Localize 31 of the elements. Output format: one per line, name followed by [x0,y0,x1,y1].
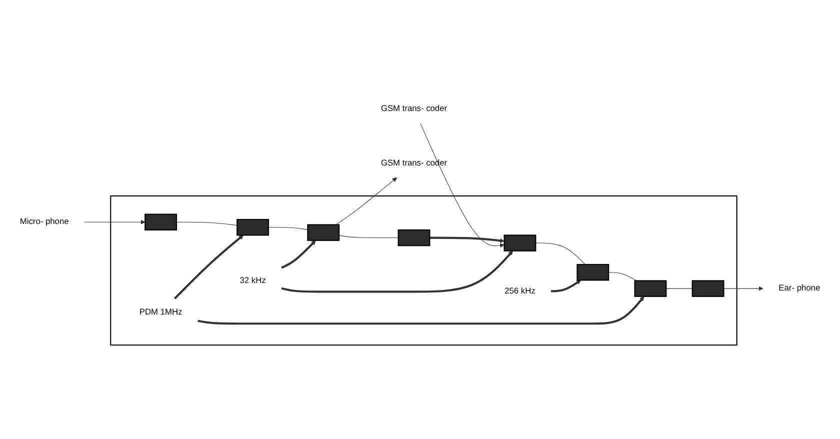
connector [535,242,586,264]
node-box [307,224,340,240]
arrow [430,236,504,242]
node-text: 256 kHz [504,286,536,295]
connector [176,221,238,226]
arrow [723,286,764,290]
connector [268,226,308,230]
node-text: Ear- phone [778,283,820,292]
arrow [281,250,514,292]
node-text: GSM trans- coder [380,104,448,113]
node-box [144,213,178,230]
connector [338,234,399,238]
cluster [110,194,738,346]
node-box [692,280,724,296]
arrow [335,176,397,224]
arrow [420,122,504,248]
node-box [398,228,430,246]
node-text: 32 kHz [240,275,266,284]
arrow [84,219,146,224]
node-box [576,263,610,280]
arrow [174,234,244,299]
node-text: PDM 1MHz [139,307,182,316]
node-box [634,280,667,296]
arrow [551,279,582,292]
arrow [198,296,644,324]
node-box [236,218,270,236]
node-box [504,234,536,251]
node-text: GSM trans- coder [380,158,448,168]
arrow [281,240,316,268]
connector [608,272,637,280]
node-text: Micro- phone [20,216,69,226]
